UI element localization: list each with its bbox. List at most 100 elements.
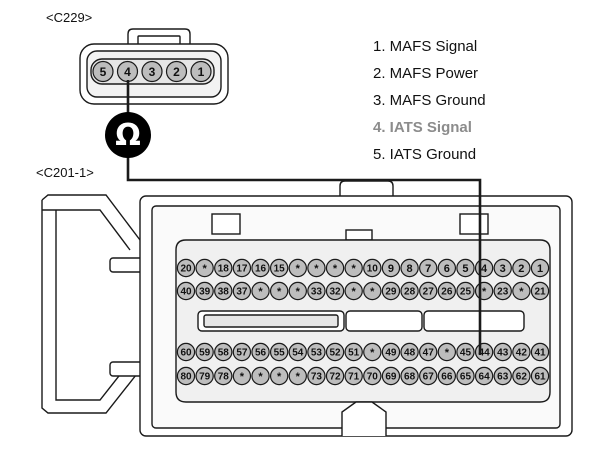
c201-pin-blank-circle: [363, 342, 382, 362]
c201-pin-60-circle: [176, 342, 196, 362]
c201-pin-8-label: 8: [407, 263, 413, 275]
c201-pin-blank-circle: [288, 281, 307, 301]
c201-pin-47-circle: [419, 342, 438, 362]
c201-pin-blank-circle: [195, 258, 214, 278]
c201-pin-blank: *: [251, 281, 270, 301]
c201-pin-blank: *: [288, 258, 307, 278]
c201-lever-upper-inner: [42, 209, 131, 251]
c201-pin-10: 10: [363, 258, 382, 278]
c201-pin-70: 70: [363, 366, 382, 386]
c201-pin-62-circle: [512, 366, 531, 386]
wire-to-c201-pin-44: [126, 152, 482, 355]
connector-c201-1: [41, 180, 573, 437]
c201-pin-66: 66: [437, 366, 457, 386]
c201-pin-10-label: 10: [367, 264, 379, 275]
ohm-meter-icon: [105, 112, 151, 158]
c201-pin-54-label: 54: [292, 348, 304, 359]
c201-pin-blank: *: [288, 366, 307, 386]
c201-pin-blank-label: *: [296, 371, 301, 383]
c201-pin-4-label: 4: [481, 263, 488, 275]
c201-pin-56-label: 56: [255, 348, 267, 359]
c201-pin-15-circle: [269, 258, 289, 278]
c201-pin-blank-label: *: [202, 263, 207, 275]
c201-pin-blank: *: [325, 258, 345, 278]
c201-pin-6-circle: [437, 258, 457, 278]
c201-pin-67-circle: [419, 366, 438, 386]
c201-pin-73-circle: [307, 366, 326, 386]
c229-pin-5-circle: [92, 60, 114, 83]
c201-pin-63-circle: [493, 366, 512, 386]
ohmmeter-symbol: Ω: [105, 112, 151, 158]
c201-pin-blank: *: [344, 258, 363, 278]
c201-pin-25-circle: [456, 281, 475, 301]
c201-pin-68-circle: [400, 366, 419, 386]
c201-pin-38: 38: [214, 281, 233, 301]
c201-pin-9: 9: [381, 258, 401, 278]
c201-pin-17: 17: [232, 258, 252, 278]
c201-pin-65: 65: [456, 366, 475, 386]
legend-item-5: 5. IATS Ground: [373, 146, 477, 163]
c201-pin-1: 1: [530, 258, 550, 278]
c201-pin-blank-label: *: [370, 286, 375, 298]
c201-pin-57-label: 57: [236, 348, 248, 359]
c201-pin-33-label: 33: [311, 287, 323, 298]
c201-pin-blank-label: *: [333, 263, 338, 275]
c201-pin-blank-label: *: [277, 286, 282, 298]
c201-pin-45-circle: [456, 342, 475, 362]
c201-pin-blank: *: [363, 281, 382, 301]
c201-pin-58: 58: [214, 342, 233, 362]
c201-pin-72: 72: [325, 366, 345, 386]
c201-pin-78-label: 78: [218, 372, 230, 383]
c201-pin-17-label: 17: [236, 264, 248, 275]
c201-pin-1-circle: [530, 258, 550, 278]
c201-pin-40: 40: [176, 281, 196, 301]
c201-pin-48-circle: [400, 342, 419, 362]
c201-pin-blank: *: [474, 281, 494, 301]
c201-pin-80-circle: [176, 366, 196, 386]
connector-label-c201-1: <C201-1>: [36, 165, 94, 180]
c201-lever-upper: [41, 194, 141, 241]
c201-pin-blank: *: [344, 281, 363, 301]
c201-pin-23: 23: [493, 281, 512, 301]
c201-pin-blank-circle: [269, 281, 289, 301]
c201-pin-39-label: 39: [199, 287, 211, 298]
c201-pin-27: 27: [419, 281, 438, 301]
c229-pin-5-label: 5: [100, 65, 107, 79]
c201-pin-71: 71: [344, 366, 363, 386]
c201-pin-blank: *: [269, 281, 289, 301]
c201-pin-57: 57: [232, 342, 252, 362]
c201-pin-43-circle: [493, 342, 512, 362]
c201-pin-blank-circle: [251, 281, 270, 301]
c201-pin-10-circle: [363, 258, 382, 278]
c201-pin-2: 2: [512, 258, 531, 278]
c201-pin-52-circle: [325, 342, 345, 362]
c201-pin-37-circle: [232, 281, 252, 301]
c201-pin-5-circle: [456, 258, 475, 278]
c201-pin-blank-circle: [437, 342, 457, 362]
c201-pin-38-label: 38: [218, 287, 230, 298]
legend-item-4: 4. IATS Signal: [373, 119, 472, 136]
c201-pin-28-label: 28: [404, 287, 416, 298]
c201-pin-2-circle: [512, 258, 531, 278]
c201-pin-32: 32: [325, 281, 345, 301]
c201-lever-outline: [41, 200, 141, 414]
c201-pin-3-circle: [493, 258, 512, 278]
c201-pin-62-label: 62: [516, 372, 528, 383]
c201-pin-78-circle: [214, 366, 233, 386]
c201-pin-blank-circle: [269, 366, 289, 386]
c201-pin-blank-circle: [512, 281, 531, 301]
c201-pin-blank-label: *: [519, 286, 524, 298]
c201-pin-38-circle: [214, 281, 233, 301]
c201-pin-53-label: 53: [311, 348, 323, 359]
c201-pin-18-label: 18: [218, 264, 230, 275]
c201-pin-49-label: 49: [385, 348, 397, 359]
c201-pin-67-label: 67: [423, 372, 435, 383]
c201-pin-73-label: 73: [311, 372, 323, 383]
c201-pin-55: 55: [269, 342, 289, 362]
c201-pin-45-label: 45: [460, 348, 472, 359]
c201-pin-blank: *: [437, 342, 457, 362]
c201-pin-58-circle: [214, 342, 233, 362]
c201-pin-55-label: 55: [274, 348, 286, 359]
c201-pin-52-label: 52: [329, 348, 341, 359]
